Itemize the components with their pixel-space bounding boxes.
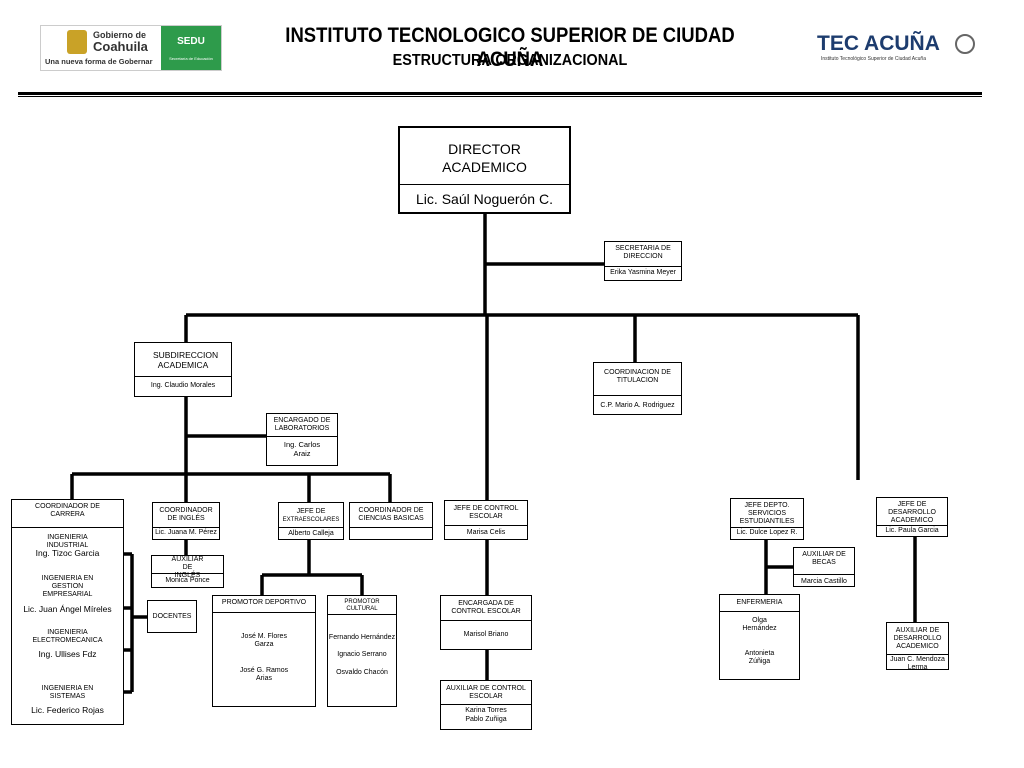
career-sistemas: INGENIERIA EN SISTEMAS bbox=[41, 685, 94, 701]
titulacion-name: C.P. Mario A. Rodriguez bbox=[600, 402, 675, 409]
enfermeria-name-2: Antonieta Zúñiga bbox=[744, 650, 775, 666]
servicios-estudiantiles-box: JEFE DEPTO. SERVICIOS ESTUDIANTILES Lic.… bbox=[730, 498, 804, 540]
promotor-deportivo-box: PROMOTOR DEPORTIVO José M. Flores Garza … bbox=[212, 595, 316, 707]
auxiliar-becas-title: AUXILIAR DE BECAS bbox=[802, 551, 846, 567]
desarrollo-academico-name: Lic. Paula Garcia bbox=[885, 527, 939, 534]
encargada-control-box: ENCARGADA DE CONTROL ESCOLAR Marisol Bri… bbox=[440, 595, 532, 650]
coord-gestion-name: Lic. Juan Ángel Míreles bbox=[23, 604, 112, 614]
enfermeria-box: ENFERMERIA Olga Hernández Antonieta Zúñi… bbox=[719, 594, 800, 680]
promotor-cultural-name-2: Ignacio Serrano bbox=[337, 651, 387, 658]
promotor-cultural-name-3: Osvaldo Chacón bbox=[336, 669, 388, 676]
auxiliar-becas-name: Marcia Castillo bbox=[801, 578, 847, 585]
jefe-control-box: JEFE DE CONTROL ESCOLAR Marisa Celis bbox=[444, 500, 528, 540]
ciencias-basicas-box: COORDINADOR DE CIENCIAS BASICAS bbox=[349, 502, 433, 540]
docentes-box: DOCENTES bbox=[147, 600, 197, 633]
ciencias-basicas-title: COORDINADOR DE CIENCIAS BASICAS bbox=[358, 507, 424, 523]
desarrollo-academico-title: JEFE DE DESARROLLO ACADEMICO bbox=[888, 501, 936, 525]
titulacion-title: COORDINACION DE TITULACION bbox=[604, 369, 671, 385]
laboratorios-box: ENCARGADO DE LABORATORIOS Ing. Carlos Ar… bbox=[266, 413, 338, 466]
seal-icon bbox=[955, 34, 975, 54]
promotor-deportivo-name-1: José M. Flores Garza bbox=[241, 633, 287, 649]
coat-of-arms-icon bbox=[67, 30, 87, 54]
extraescolares-title: JEFE DE bbox=[296, 508, 326, 515]
tec-acuna-sub: Instituto Tecnológico Superior de Ciudad… bbox=[821, 56, 926, 62]
titulacion-box: COORDINACION DE TITULACION C.P. Mario A.… bbox=[593, 362, 682, 415]
header-rule bbox=[18, 92, 982, 97]
jefe-control-name: Marisa Celis bbox=[466, 529, 506, 536]
subdireccion-box: SUBDIRECCION ACADEMICA Ing. Claudio Mora… bbox=[134, 342, 232, 397]
docentes-title: DOCENTES bbox=[152, 613, 192, 620]
coord-ingles-title: COORDINADOR DE INGLÉS bbox=[159, 507, 213, 523]
logo-line1: Gobierno de bbox=[93, 30, 147, 40]
coord-ingles-box: COORDINADOR DE INGLÉS Lic. Juana M. Pére… bbox=[152, 502, 220, 540]
laboratorios-title: ENCARGADO DE LABORATORIOS bbox=[273, 417, 331, 433]
servicios-estudiantiles-title: JEFE DEPTO. SERVICIOS ESTUDIANTILES bbox=[739, 502, 795, 526]
encargada-control-name: Marisol Briano bbox=[463, 631, 509, 638]
logo-tagline: Una nueva forma de Gobernar bbox=[45, 57, 153, 66]
auxiliar-ingles-name: Monica Ponce bbox=[165, 577, 210, 584]
laboratorios-name: Ing. Carlos Araiz bbox=[283, 440, 321, 458]
coord-industrial-name: Ing. Tizoc Garcia bbox=[35, 548, 100, 558]
coord-electromecanica-name: Ing. Ullises Fdz bbox=[38, 649, 97, 659]
page-subtitle: ESTRUCTURA ORGANIZACIONAL bbox=[392, 52, 628, 69]
auxiliar-control-name-1: Karina Torres bbox=[465, 707, 507, 714]
sedu-sub: Secretaría de Educación bbox=[169, 56, 213, 61]
director-name: Lic. Saúl Noguerón C. bbox=[416, 191, 553, 207]
subdireccion-title: SUBDIRECCION ACADEMICA bbox=[153, 350, 219, 370]
promotor-deportivo-title: PROMOTOR DEPORTIVO bbox=[221, 599, 307, 606]
extraescolares-box: JEFE DE EXTRAESCOLARES Alberto Calleja bbox=[278, 502, 344, 540]
career-gestion: INGENIERIA EN GESTION EMPRESARIAL bbox=[41, 575, 94, 599]
auxiliar-ingles-title: AUXILIAR DE INGLÉS bbox=[171, 556, 204, 580]
promotor-cultural-box: PROMOTOR CULTURAL Fernando Hernández Ign… bbox=[327, 595, 397, 707]
sedu-label: SEDU bbox=[177, 36, 205, 47]
auxiliar-control-box: AUXILIAR DE CONTROL ESCOLAR Karina Torre… bbox=[440, 680, 532, 730]
auxiliar-control-title: AUXILIAR DE CONTROL ESCOLAR bbox=[446, 685, 526, 701]
secretaria-title: SECRETARIA DE DIRECCION bbox=[615, 245, 671, 261]
director-title: DIRECTOR ACADEMICO bbox=[442, 141, 527, 175]
jefe-control-title: JEFE DE CONTROL ESCOLAR bbox=[453, 505, 519, 521]
desarrollo-academico-box: JEFE DE DESARROLLO ACADEMICO Lic. Paula … bbox=[876, 497, 948, 537]
promotor-deportivo-name-2: José G. Ramos Arias bbox=[239, 667, 289, 683]
page-title: INSTITUTO TECNOLOGICO SUPERIOR DE CIUDAD… bbox=[285, 24, 735, 71]
coord-ingles-name: Lic. Juana M. Pérez bbox=[155, 529, 217, 536]
enfermeria-title: ENFERMERIA bbox=[736, 599, 783, 606]
coord-carrera-title: COORDINADOR DE CARRERA bbox=[35, 503, 100, 519]
auxiliar-control-name-2: Pablo Zuñiga bbox=[465, 716, 507, 723]
subdireccion-name: Ing. Claudio Morales bbox=[150, 382, 216, 389]
logo-line2: Coahuila bbox=[93, 39, 148, 54]
auxiliar-desarrollo-title: AUXILIAR DE DESARROLLO ACADEMICO bbox=[893, 627, 942, 651]
secretaria-box: SECRETARIA DE DIRECCION Erika Yasmina Me… bbox=[604, 241, 682, 281]
servicios-estudiantiles-name: Lic. Dulce Lopez R. bbox=[736, 529, 798, 536]
secretaria-name: Erika Yasmina Meyer bbox=[610, 269, 676, 276]
auxiliar-ingles-box: AUXILIAR DE INGLÉS Monica Ponce bbox=[151, 555, 224, 588]
auxiliar-becas-box: AUXILIAR DE BECAS Marcia Castillo bbox=[793, 547, 855, 587]
sedu-badge: SEDU Secretaría de Educación bbox=[161, 26, 221, 70]
tec-acuna-logo: TEC ACUÑA Instituto Tecnológico Superior… bbox=[815, 32, 980, 67]
career-electromecanica: INGENIERIA ELECTROMECANICA bbox=[32, 629, 103, 645]
gobierno-coahuila-logo: Gobierno de Coahuila Una nueva forma de … bbox=[40, 25, 222, 71]
extraescolares-name: Alberto Calleja bbox=[288, 530, 334, 537]
extraescolares-title2: EXTRAESCOLARES bbox=[282, 517, 340, 523]
director-box: DIRECTOR ACADEMICO Lic. Saúl Noguerón C. bbox=[398, 126, 571, 214]
tec-acuna-name: TEC ACUÑA bbox=[817, 32, 940, 55]
promotor-cultural-title: PROMOTOR CULTURAL bbox=[344, 599, 380, 612]
promotor-cultural-name-1: Fernando Hernández bbox=[328, 634, 396, 641]
coord-sistemas-name: Lic. Federico Rojas bbox=[31, 705, 104, 715]
coord-carrera-box: COORDINADOR DE CARRERA INGENIERIA INDUST… bbox=[11, 499, 124, 725]
auxiliar-desarrollo-box: AUXILIAR DE DESARROLLO ACADEMICO Juan C.… bbox=[886, 622, 949, 672]
enfermeria-name-1: Olga Hernández bbox=[742, 617, 777, 633]
auxiliar-desarrollo-name: Juan C. Mendoza Lerma bbox=[890, 656, 945, 672]
career-industrial: INGENIERIA INDUSTRIAL bbox=[46, 534, 89, 550]
encargada-control-title: ENCARGADA DE CONTROL ESCOLAR bbox=[451, 600, 521, 616]
